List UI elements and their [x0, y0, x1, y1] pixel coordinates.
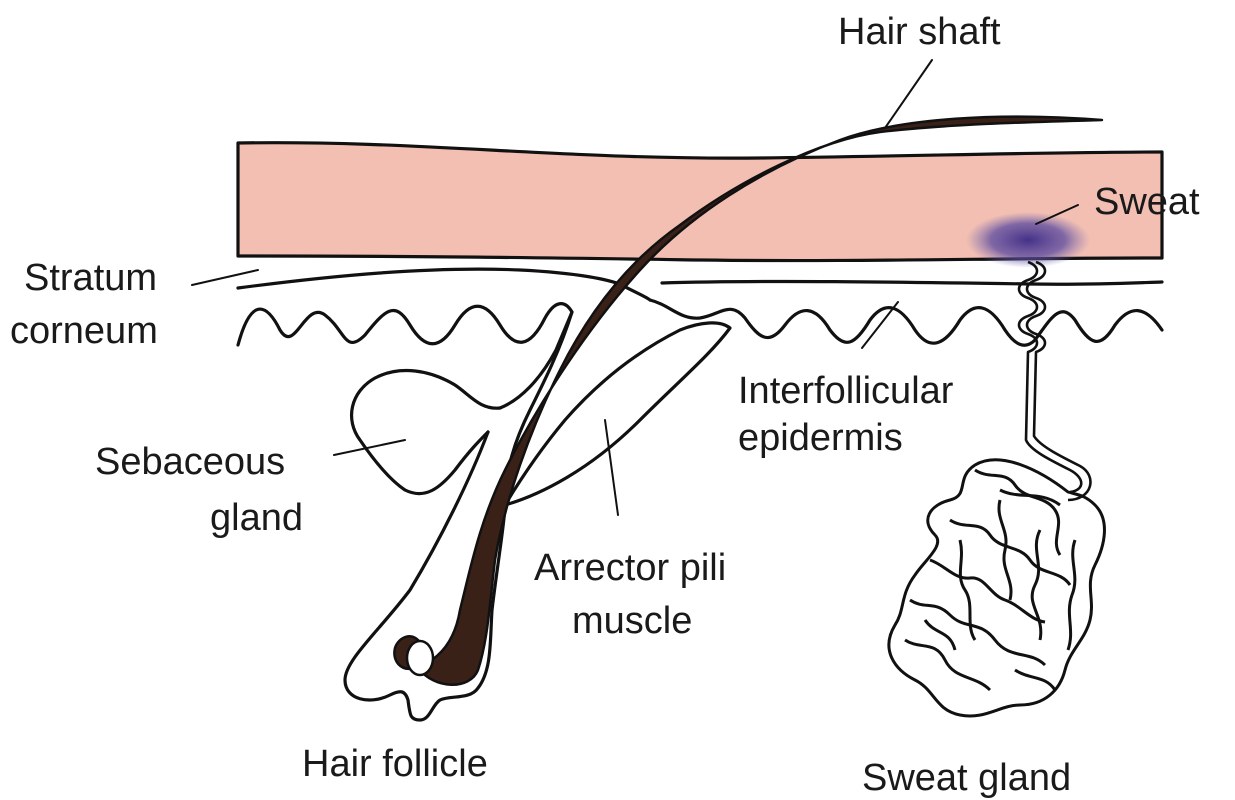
leader-arrector: [605, 420, 618, 515]
leader-stratum: [192, 270, 258, 285]
label-interfollicular-line1: Interfollicular: [738, 370, 954, 412]
interfollicular-epidermis-line: [238, 304, 572, 408]
label-hair-shaft: Hair shaft: [838, 11, 1001, 53]
sebaceous-gland-shape: [352, 371, 500, 494]
interfollicular-epidermis-line-right: [650, 300, 1162, 345]
label-hair-follicle: Hair follicle: [302, 743, 488, 785]
sweat-gland-coil: [889, 460, 1105, 716]
leader-hair-shaft: [885, 60, 932, 128]
label-arrector-line2: muscle: [572, 600, 692, 642]
label-sweat: Sweat: [1094, 181, 1200, 223]
label-sweat-gland: Sweat gland: [862, 757, 1071, 799]
stratum-lower-line-right: [662, 281, 1162, 284]
label-stratum-line2: corneum: [10, 310, 158, 352]
hair-papilla: [407, 641, 433, 675]
sweat-duct: [1019, 262, 1081, 492]
label-stratum-line1: Stratum: [24, 257, 157, 299]
label-sebaceous-line1: Sebaceous: [95, 441, 285, 483]
label-arrector-line1: Arrector pili: [534, 547, 726, 589]
stratum-lower-line: [238, 269, 622, 288]
label-interfollicular-line2: epidermis: [738, 417, 903, 459]
sweat-droplet: [966, 212, 1090, 268]
label-sebaceous-line2: gland: [210, 497, 303, 539]
